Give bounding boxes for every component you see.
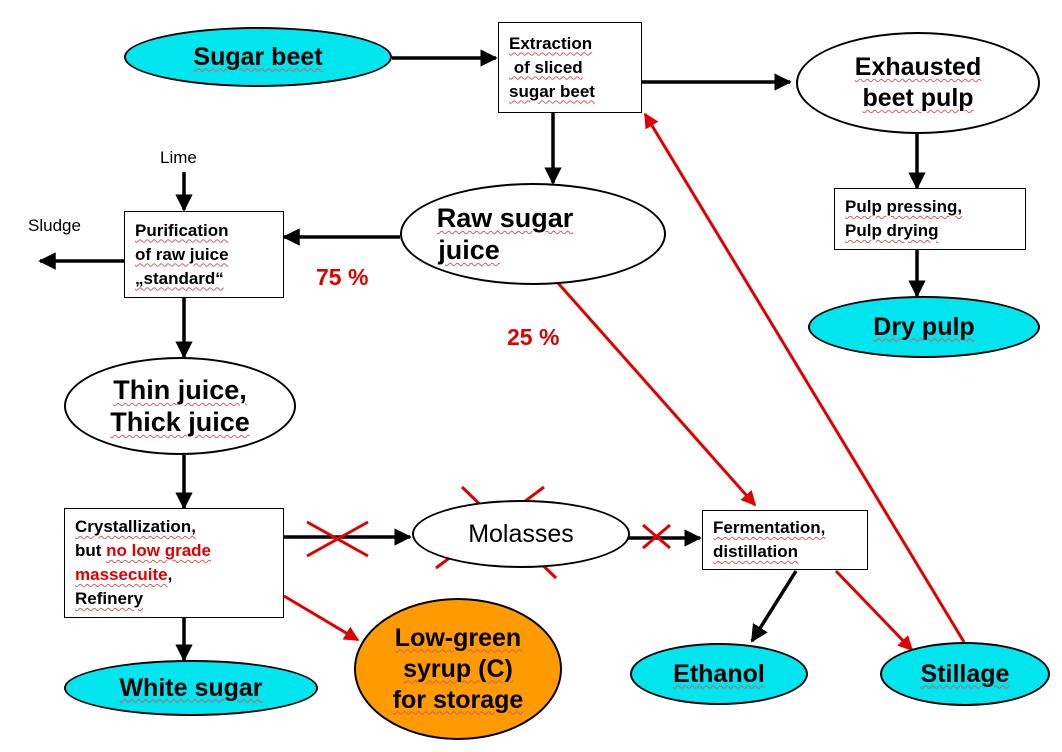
dry-pulp-node: Dry pulp <box>808 296 1040 358</box>
crystallization-comma-text: , <box>167 565 173 584</box>
sludge-label: Sludge <box>28 216 81 235</box>
purification-line-1: Purification <box>135 220 229 240</box>
dry-pulp-label: Dry pulp <box>873 312 975 341</box>
percent-25-label: 25 % <box>507 324 560 350</box>
red-arrow-stillage-to-extraction <box>643 112 966 643</box>
red-arrow-raw-juice-to-fermentation <box>556 282 757 507</box>
cross-out-molasses-to-fermentation <box>642 523 671 550</box>
stillage-label: Stillage <box>920 659 1010 688</box>
raw-sugar-juice-node: Raw sugar juice <box>400 183 666 285</box>
sugar-beet-label: Sugar beet <box>193 42 323 71</box>
extraction-line-3: sugar beet <box>509 81 595 101</box>
pulp-pressing-box: Pulp pressing, Pulp drying <box>834 188 1026 250</box>
fermentation-line-1: Fermentation, <box>713 518 826 537</box>
red-arrow-fermentation-to-stillage <box>834 569 914 652</box>
crystallization-line-3: massecuite, <box>75 563 172 587</box>
fermentation-line-2: distillation <box>713 542 798 561</box>
purification-line-2: of raw juice <box>135 244 229 264</box>
extraction-line-2: of sliced <box>509 57 583 77</box>
cross-out-crystallization-to-molasses <box>306 520 369 558</box>
molasses-label: Molasses <box>468 520 574 548</box>
sugar-beet-node: Sugar beet <box>124 27 392 87</box>
purification-line-3: „standard“ <box>135 268 224 288</box>
pulp-pressing-line-1: Pulp pressing, <box>845 197 963 216</box>
crystallization-line-4: Refinery <box>75 589 144 608</box>
low-green-line-1: Low-green <box>394 623 522 652</box>
extraction-box: Extraction of sliced sugar beet <box>498 22 642 113</box>
exhausted-pulp-line-1: Exhausted <box>854 53 982 81</box>
fermentation-box: Fermentation, distillation <box>702 510 868 570</box>
crystallization-line-2: but no low grade <box>75 539 211 563</box>
exhausted-beet-pulp-node: Exhausted beet pulp <box>796 32 1040 134</box>
thin-juice-line-1: Thin juice, <box>113 375 247 405</box>
crystallization-massecuite-text: massecuite <box>75 565 168 584</box>
molasses-node: Molasses <box>412 500 630 568</box>
crystallization-but-text: but <box>75 541 107 560</box>
percent-75-label: 75 % <box>316 264 369 290</box>
white-sugar-label: White sugar <box>119 673 263 702</box>
low-green-line-2: syrup (C) <box>403 654 513 683</box>
thin-thick-juice-node: Thin juice, Thick juice <box>64 357 296 455</box>
crystallization-no-low-grade-text: no low grade <box>106 541 211 560</box>
crystallization-line-1: Crystallization, <box>75 517 196 536</box>
low-green-syrup-node: Low-green syrup (C) for storage <box>354 598 562 740</box>
raw-juice-line-1: Raw sugar <box>436 203 574 233</box>
crystallization-box: Crystallization, but no low grade massec… <box>64 508 284 618</box>
red-arrow-crystallization-to-low-green <box>283 594 360 642</box>
arrow-fermentation-to-ethanol <box>750 570 798 643</box>
raw-juice-line-2: juice <box>438 235 500 265</box>
pulp-pressing-line-2: Pulp drying <box>845 221 939 240</box>
lime-label: Lime <box>160 148 197 167</box>
exhausted-pulp-line-2: beet pulp <box>862 84 974 112</box>
ethanol-node: Ethanol <box>630 643 808 705</box>
low-green-line-3: for storage <box>392 685 524 714</box>
ethanol-label: Ethanol <box>673 659 765 688</box>
white-sugar-node: White sugar <box>64 660 318 716</box>
purification-box: Purification of raw juice „standard“ <box>124 211 284 298</box>
thin-juice-line-2: Thick juice <box>110 407 250 437</box>
extraction-line-1: Extraction <box>509 33 593 53</box>
stillage-node: Stillage <box>880 642 1050 706</box>
